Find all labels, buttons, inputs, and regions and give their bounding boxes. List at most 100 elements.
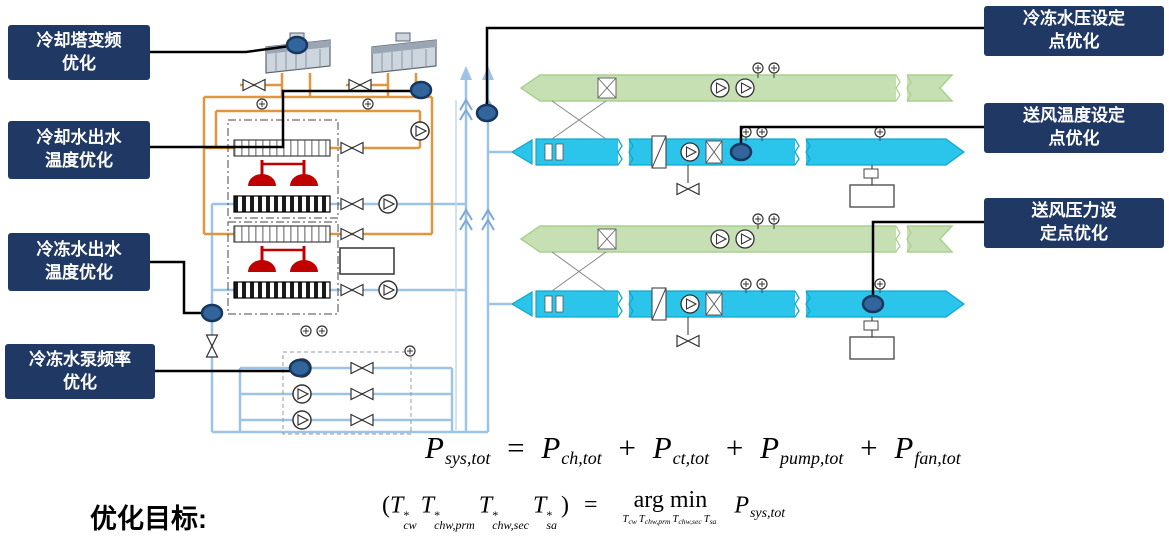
label-line: 温度优化 bbox=[45, 151, 113, 170]
math-op: = bbox=[584, 492, 598, 519]
label-line: 冷冻水出水 bbox=[36, 240, 122, 260]
equation-power-sum: Psys,tot = Pch,tot + Pct,tot + Ppump,tot… bbox=[425, 430, 961, 469]
label-line: 点优化 bbox=[1048, 32, 1100, 51]
primary-pump-2 bbox=[378, 280, 398, 300]
chiller-1 bbox=[232, 138, 332, 214]
supply-air-duct-2 bbox=[512, 279, 964, 359]
math-sub: ct,tot bbox=[672, 448, 710, 469]
math-var: T bbox=[390, 492, 404, 519]
label-line: 点优化 bbox=[1048, 129, 1100, 148]
chiller-2 bbox=[232, 224, 332, 300]
math-sub: ch,tot bbox=[561, 448, 602, 469]
riser-valve bbox=[205, 334, 219, 358]
return-air-duct-2 bbox=[521, 214, 952, 254]
secondary-pump-2 bbox=[292, 384, 312, 404]
callout-line-chw-pressure bbox=[485, 26, 984, 106]
callout-dot-pump-frequency bbox=[288, 358, 312, 378]
valve bbox=[340, 283, 364, 297]
callout-label-sa-pressure: 送风压力设 定点优化 bbox=[984, 198, 1164, 248]
callout-label-chw-pressure: 冷冻水压设定 点优化 bbox=[984, 6, 1164, 56]
callout-line-chw-outlet-temp bbox=[150, 260, 204, 315]
valve bbox=[340, 141, 364, 155]
gauge bbox=[316, 325, 328, 337]
chiller-boundary-2 bbox=[227, 221, 339, 315]
callout-dot-chw-pressure bbox=[475, 103, 499, 123]
condenser-pump bbox=[410, 121, 430, 141]
callout-label-sa-temp: 送风温度设定 点优化 bbox=[984, 103, 1164, 153]
gauge bbox=[256, 98, 268, 110]
math-paren: ) bbox=[561, 492, 569, 519]
gauge bbox=[362, 98, 374, 110]
ahu-transition bbox=[551, 100, 607, 292]
callout-dot-sa-temp bbox=[729, 142, 753, 162]
supply-air-duct-1 bbox=[512, 127, 964, 207]
valve bbox=[350, 387, 374, 401]
math-paren: ( bbox=[382, 492, 390, 519]
label-line: 优化 bbox=[62, 53, 96, 73]
callout-dot-cw-outlet-temp bbox=[409, 80, 433, 100]
riser-arrowhead bbox=[460, 66, 472, 80]
math-var: P bbox=[425, 430, 444, 465]
math-supsub: *chw,sec bbox=[492, 507, 529, 532]
secondary-pump-group bbox=[282, 351, 412, 435]
label-line: 冷冻水压设定 bbox=[1023, 9, 1125, 29]
callout-dot-cooling-tower-vfd bbox=[285, 35, 309, 55]
math-var: P bbox=[734, 492, 749, 519]
callout-line-cooling-tower-vfd bbox=[150, 44, 291, 54]
callout-dot-sa-pressure bbox=[861, 294, 885, 314]
math-op: + bbox=[725, 430, 744, 465]
label-line: 温度优化 bbox=[45, 263, 113, 282]
label-line: 送风压力设 bbox=[1031, 201, 1117, 221]
valve bbox=[340, 197, 364, 211]
secondary-pump-3 bbox=[292, 410, 312, 430]
label-line: 送风温度设定 bbox=[1023, 106, 1125, 126]
callout-line-sa-pressure bbox=[871, 220, 984, 297]
math-supsub: *cw bbox=[403, 507, 417, 532]
valve bbox=[350, 413, 374, 427]
math-supsub: *chw,prm bbox=[434, 507, 475, 532]
math-op: = bbox=[507, 430, 525, 465]
callout-label-chw-outlet-temp: 冷冻水出水 温度优化 bbox=[8, 233, 150, 291]
label-line: 冷却水出水 bbox=[36, 128, 122, 148]
label-line: 定点优化 bbox=[1040, 224, 1108, 243]
callout-dots bbox=[200, 35, 885, 378]
math-var: P bbox=[760, 430, 779, 465]
math-sub: sys,tot bbox=[750, 506, 786, 522]
math-var: P bbox=[894, 430, 914, 465]
callout-line-cw-outlet-temp bbox=[150, 89, 413, 149]
math-supsub: *sa bbox=[546, 507, 557, 532]
math-var: T bbox=[532, 492, 547, 519]
callout-label-pump-frequency: 冷冻水泵频率 优化 bbox=[5, 344, 155, 399]
math-var: P bbox=[652, 430, 672, 465]
gauge bbox=[404, 345, 416, 357]
heat-exchanger bbox=[339, 247, 395, 275]
callout-dot-chw-outlet-temp bbox=[200, 303, 224, 323]
cooling-tower-2 bbox=[371, 32, 437, 74]
label-line: 冷却塔变频 bbox=[36, 30, 122, 50]
math-sub: pump,tot bbox=[780, 448, 844, 469]
callout-label-cw-outlet-temp: 冷却水出水 温度优化 bbox=[8, 121, 150, 179]
math-sub: sys,tot bbox=[444, 448, 491, 469]
math-op: + bbox=[860, 430, 878, 465]
callout-lines bbox=[150, 26, 984, 373]
objective-heading: 优化目标: bbox=[90, 504, 207, 534]
label-line: 冷冻水泵频率 bbox=[29, 349, 131, 369]
callout-label-cooling-tower-vfd: 冷却塔变频 优化 bbox=[8, 25, 150, 80]
valve bbox=[350, 361, 374, 375]
math-var: T bbox=[478, 492, 493, 519]
callout-line-sa-temp bbox=[739, 125, 984, 145]
primary-pump-1 bbox=[378, 194, 398, 214]
tower-valve-1 bbox=[242, 78, 266, 92]
math-var: P bbox=[541, 430, 561, 465]
math-var: T bbox=[420, 492, 435, 519]
return-air-duct-1 bbox=[521, 63, 952, 103]
math-sub: fan,tot bbox=[914, 448, 961, 469]
tower-valve-2 bbox=[348, 78, 372, 92]
gauge bbox=[300, 325, 312, 337]
math-op: + bbox=[618, 430, 636, 465]
